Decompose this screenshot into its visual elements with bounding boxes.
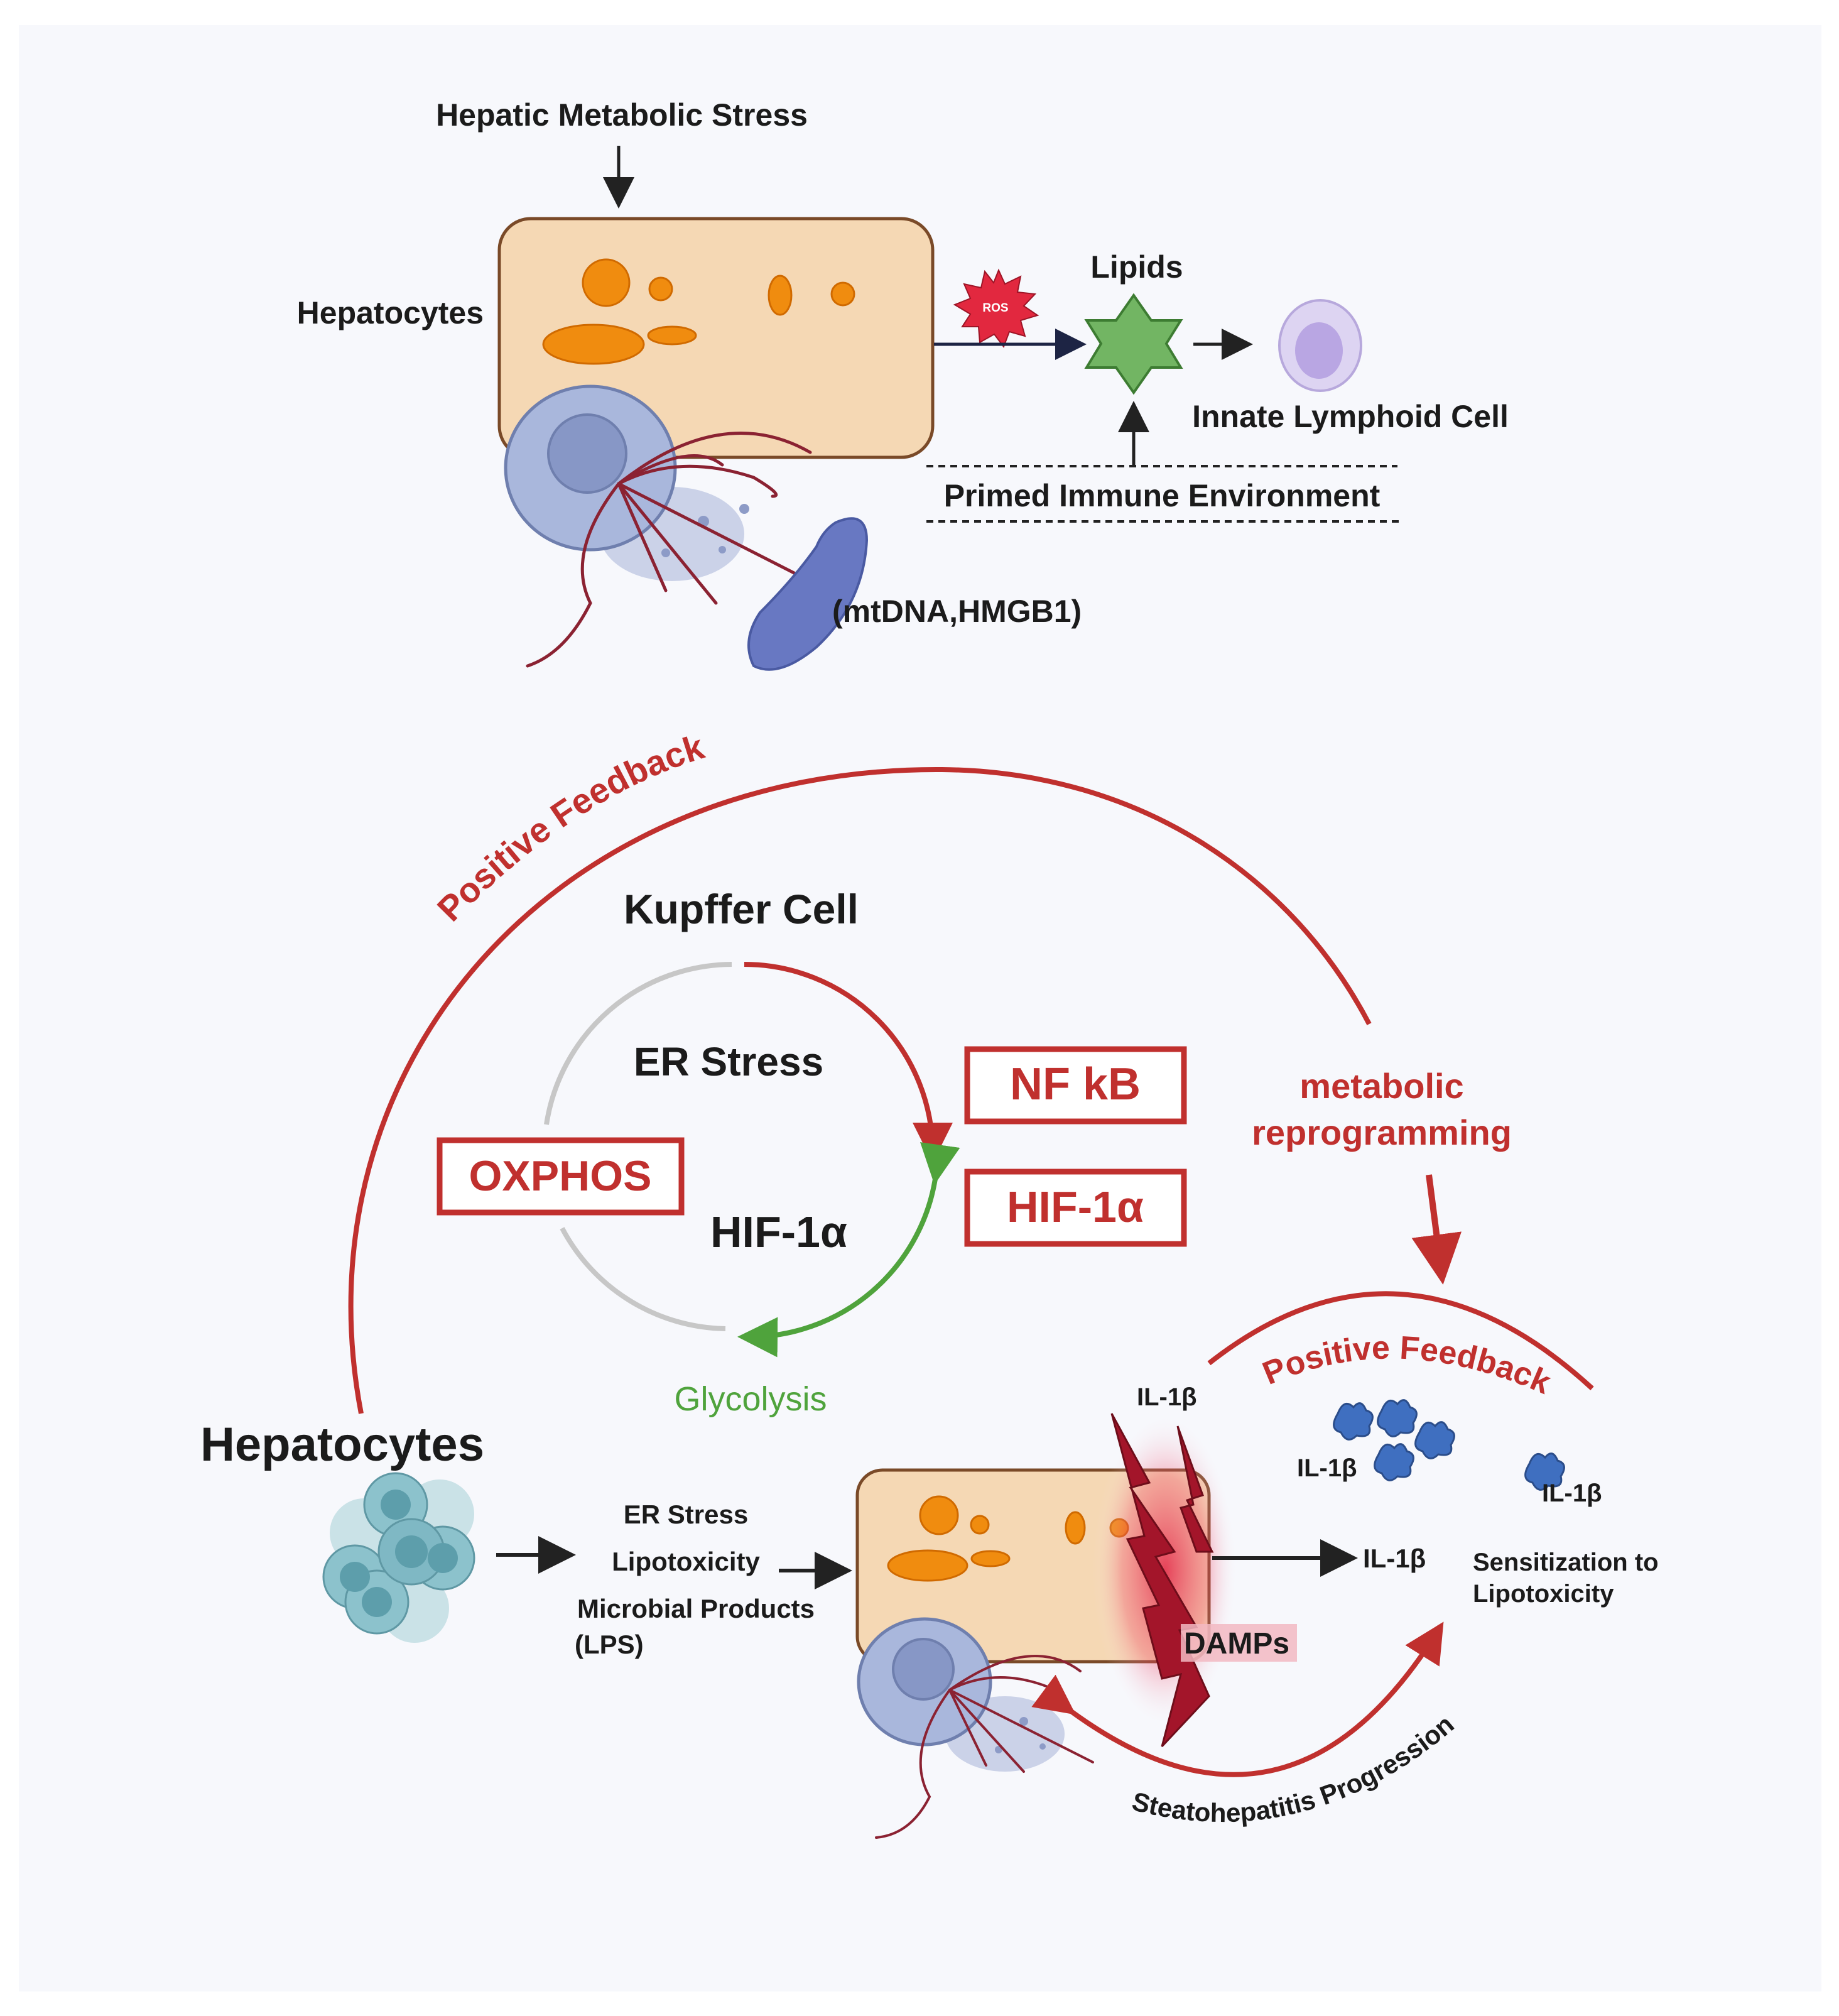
hepatic-stress-label: Hepatic Metabolic Stress [436,97,808,133]
oxphos-label: OXPHOS [469,1152,652,1200]
il1b-label-a: IL-1β [1137,1383,1197,1411]
damps-label: DAMPs [1184,1627,1289,1660]
damp-glow [1093,1414,1237,1728]
ros-burst-icon [953,268,1039,349]
top-damps-label: (mtDNA,HMGB1) [832,594,1082,629]
lipotoxicity-label: Lipotoxicity [1473,1580,1614,1608]
top-hepatocytes-label: Hepatocytes [297,295,484,330]
innate-lymphoid-cell-icon [1278,299,1362,392]
positive-feedback-small-label: Positive Feedback [1257,1329,1556,1401]
bottom-hepatocytes-label: Hepatocytes [200,1418,484,1471]
kupffer-cell-label: Kupffer Cell [624,886,859,932]
ilc-label: Innate Lymphoid Cell [1192,399,1509,434]
primed-environment-label: Primed Immune Environment [944,478,1381,513]
hepatocyte-cluster-icon [322,1472,475,1643]
glycolysis-label: Glycolysis [674,1380,827,1418]
reprogramming-arrow [1411,1174,1462,1285]
il1b-label-d: IL-1β [1363,1544,1426,1573]
hif-box [964,1169,1187,1247]
il1b-label-b: IL-1β [1297,1454,1357,1482]
trigger-lps: (LPS) [575,1630,644,1659]
positive-feedback-small-arc [1207,1291,1594,1390]
bottom-macrophage-icon [857,1617,1094,1839]
nfkb-label: NF kB [1010,1059,1141,1109]
er-stress-center-label: ER Stress [634,1039,823,1084]
hif-box-label: HIF-1α [1007,1182,1144,1231]
top-macrophage-icon [504,384,812,668]
reprogramming-label: reprogramming [1252,1113,1512,1152]
positive-feedback-big-arc [348,766,1372,1414]
trigger-microbial-products: Microbial Products [577,1594,815,1623]
sensitization-label: Sensitization to [1473,1549,1659,1576]
lipid-star-icon [1084,293,1183,395]
top-damp-blob [747,517,869,671]
metabolic-label: metabolic [1299,1066,1463,1106]
il1b-molecule-icons [1333,1399,1565,1491]
nfkb-box [964,1046,1187,1125]
oxphos-box [437,1137,685,1216]
cycle-grey-arc-lower [560,1227,726,1331]
il1b-label-c: IL-1β [1542,1479,1602,1507]
trigger-lipotoxicity: Lipotoxicity [612,1547,760,1576]
ros-label: ROS [982,302,1008,315]
cycle-green-double-arrow [737,1141,960,1358]
hif-center-label: HIF-1α [710,1207,847,1256]
cycle-grey-arc-upper [544,962,732,1125]
lipids-label: Lipids [1090,249,1183,285]
trigger-er-stress: ER Stress [624,1500,748,1529]
cycle-red-arrow [744,962,953,1163]
progression-double-arrow [1031,1621,1444,1777]
